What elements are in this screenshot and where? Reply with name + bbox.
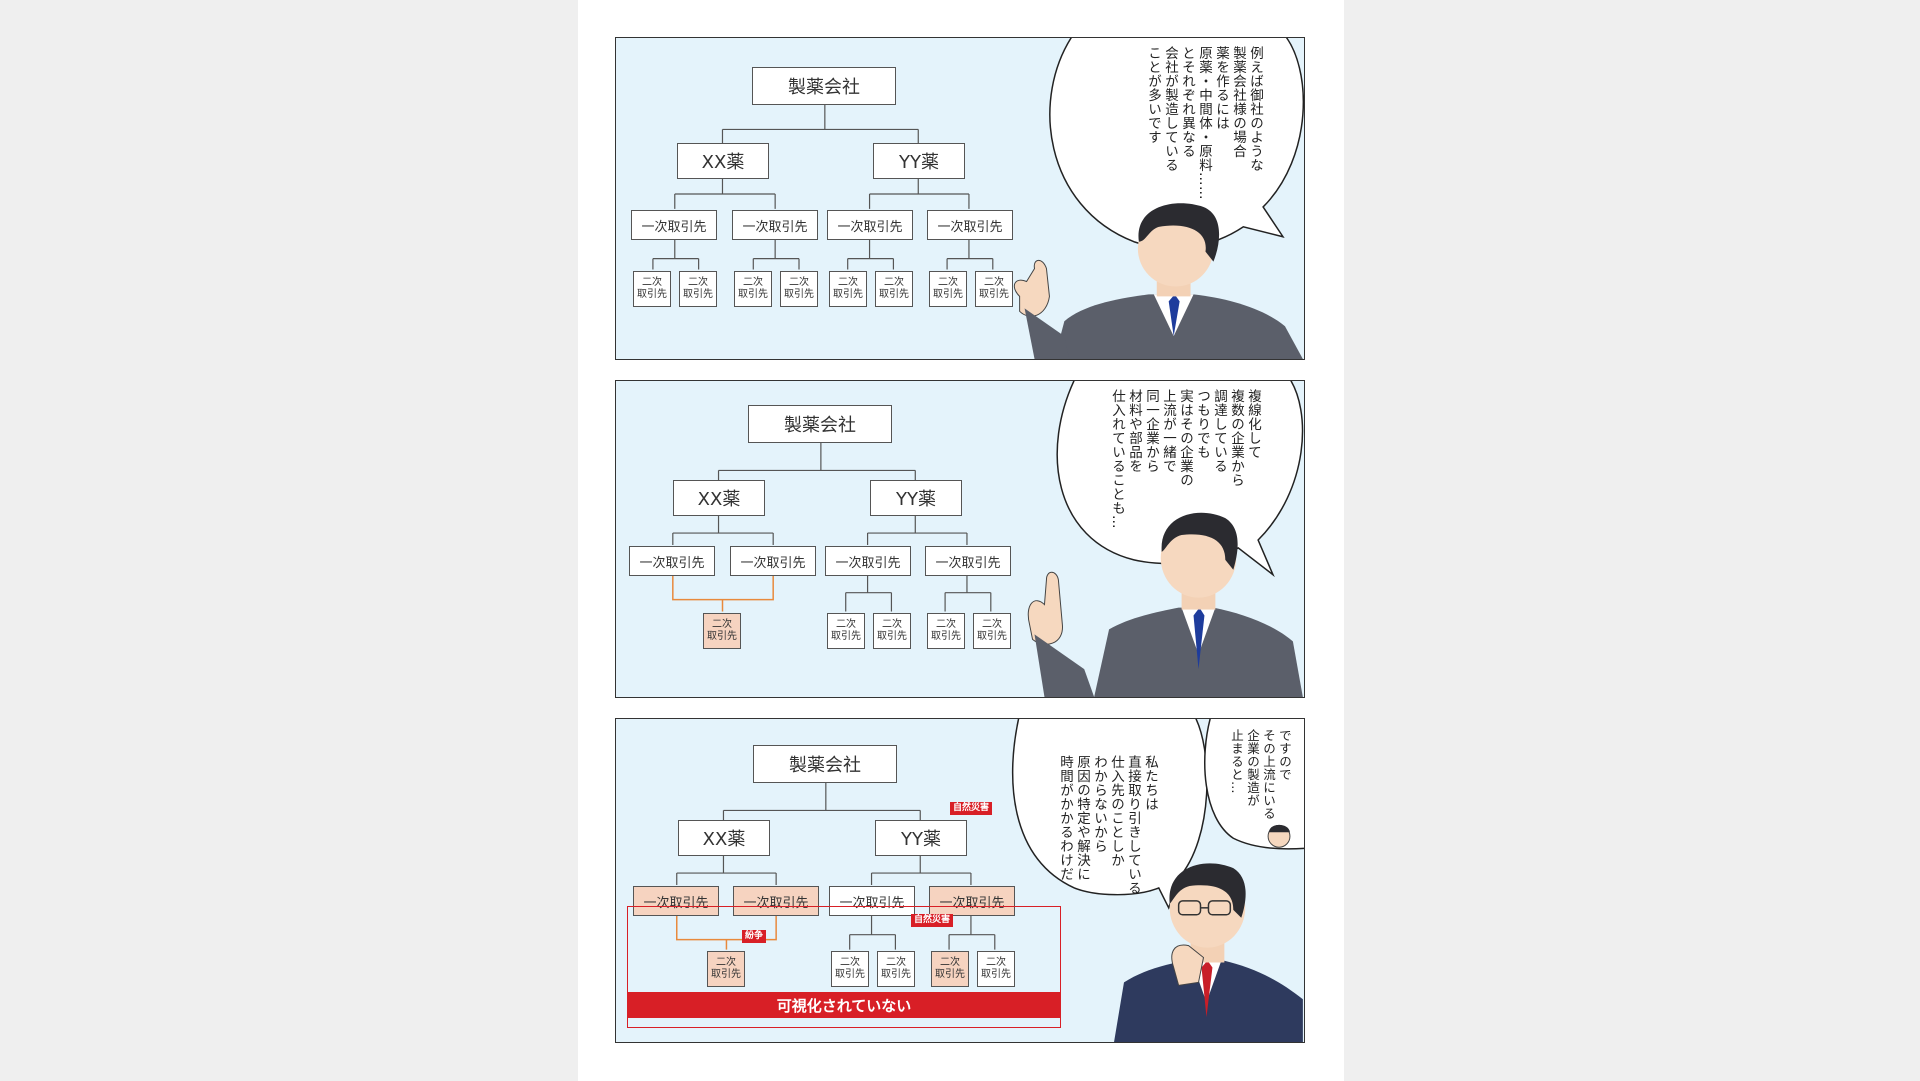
speech-text: 例えば御社のような 製薬会社様の場合 薬を作るには 原薬・中間体・原料…… とそ… [1145,46,1263,200]
tier2-supplier: 二次 取引先 [827,613,865,649]
panel-1: 製薬会社 XX薬 YY薬 一次取引先 一次取引先 一次取引先 一次取引先 二次 … [615,37,1305,360]
tier1-supplier: 一次取引先 [629,546,715,576]
tier1-supplier: 一次取引先 [827,210,913,240]
shared-supplier-connector [672,574,774,612]
tier1-supplier: 一次取引先 [730,546,816,576]
shared-tier2-supplier: 二次 取引先 [707,951,745,987]
tier1-supplier: 一次取引先 [732,210,818,240]
character-businessman [1013,203,1303,359]
panel-2-art [672,381,1304,697]
panel-3-art [676,719,1304,1042]
tier2-supplier: 二次 取引先 [975,271,1013,307]
tier2-supplier: 二次 取引先 [829,271,867,307]
drug-xx-box: XX薬 [673,480,765,516]
drug-yy-box: YY薬 [873,143,965,179]
drug-xx-box: XX薬 [677,143,769,179]
tier2-supplier: 二次 取引先 [679,271,717,307]
shared-supplier-connector [676,914,777,950]
tier2-supplier: 二次 取引先 [831,951,869,987]
natural-disaster-tag: 自然災害 [911,914,954,927]
tier2-supplier: 二次 取引先 [873,613,911,649]
speech-text: 複線化して 複数の企業から 調達している つもりでも 実はその企業の 上流が一緒… [1109,389,1261,529]
character-businessman-glasses [1114,863,1303,1042]
tier2-supplier: 二次 取引先 [780,271,818,307]
tier2-supplier: 二次 取引先 [875,271,913,307]
company-box: 製薬会社 [748,405,892,443]
tier2-supplier: 二次 取引先 [877,951,915,987]
invisible-zone-frame [627,906,1061,1028]
tier2-supplier: 二次 取引先 [633,271,671,307]
panel-2: 製薬会社 XX薬 YY薬 一次取引先 一次取引先 一次取引先 一次取引先 二次 … [615,380,1305,698]
company-box: 製薬会社 [752,67,896,105]
tier1-supplier: 一次取引先 [927,210,1013,240]
tier2-supplier: 二次 取引先 [929,271,967,307]
drug-yy-box: YY薬 [875,820,967,856]
speech-bubble-small [1203,719,1304,850]
speech-text: 私たちは 直接取り引きしている 仕入先のことしか わからないから 原因の特定や解… [1057,755,1158,895]
tier2-supplier: 二次 取引先 [927,613,965,649]
panel-3: 製薬会社 XX薬 YY薬 自然災害 一次取引先 一次取引先 一次取引先 一次取引… [615,718,1305,1043]
not-visualized-banner: 可視化されていない [627,992,1061,1018]
tier2-supplier: 二次 取引先 [977,951,1015,987]
conflict-tag: 紛争 [742,930,767,943]
tier2-supplier: 二次 取引先 [734,271,772,307]
character-businessman [1027,512,1303,697]
speech-text-small: ですので その上流にいる 企業の製造が 止まると… [1229,729,1292,820]
tier2-supplier-affected: 二次 取引先 [931,951,969,987]
panel-1-art [652,38,1304,359]
tier2-supplier: 二次 取引先 [973,613,1011,649]
natural-disaster-tag: 自然災害 [950,802,993,815]
tier1-supplier: 一次取引先 [925,546,1011,576]
tier1-supplier: 一次取引先 [631,210,717,240]
manga-page: 製薬会社 XX薬 YY薬 一次取引先 一次取引先 一次取引先 一次取引先 二次 … [578,0,1344,1081]
drug-xx-box: XX薬 [678,820,770,856]
drug-yy-box: YY薬 [870,480,962,516]
tier1-supplier: 一次取引先 [825,546,911,576]
shared-tier2-supplier: 二次 取引先 [703,613,741,649]
company-box: 製薬会社 [753,745,897,783]
